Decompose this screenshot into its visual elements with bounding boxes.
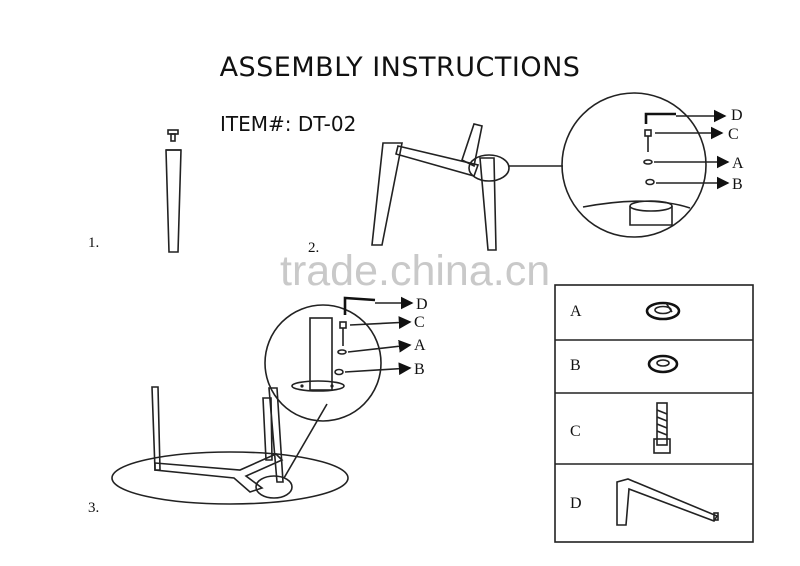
allen-key-icon — [616, 478, 719, 526]
step2-callout-b: B — [732, 176, 743, 193]
flat-washer-icon — [647, 354, 679, 374]
step1-leg-illustration — [165, 129, 182, 253]
item-number: ITEM#: DT-02 — [220, 112, 357, 136]
step3-table-illustration — [111, 386, 349, 505]
step3-callout-b: B — [414, 361, 425, 378]
step3-callout-c: C — [414, 314, 425, 331]
step-3-label: 3. — [88, 500, 99, 516]
parts-table — [554, 284, 754, 543]
parts-row-c-label: C — [570, 423, 581, 440]
parts-row-d-label: D — [570, 495, 582, 512]
hex-socket-bolt-icon — [653, 402, 671, 454]
parts-row-b-label: B — [570, 357, 581, 374]
step2-base-illustration — [371, 123, 563, 251]
step3-callout-a: A — [414, 337, 426, 354]
step2-callout-a: A — [732, 155, 744, 172]
spring-washer-icon — [645, 301, 681, 321]
watermark-text: trade.china.cn — [280, 247, 550, 295]
step2-callout-d: D — [731, 107, 743, 124]
page-title: ASSEMBLY INSTRUCTIONS — [219, 52, 581, 83]
step-1-label: 1. — [88, 235, 99, 251]
step3-detail-zoom — [264, 296, 414, 422]
step2-callout-c: C — [728, 126, 739, 143]
parts-row-a-label: A — [570, 303, 582, 320]
step2-detail-zoom — [561, 92, 730, 238]
step-2-label: 2. — [308, 240, 319, 256]
step3-callout-d: D — [416, 296, 428, 313]
